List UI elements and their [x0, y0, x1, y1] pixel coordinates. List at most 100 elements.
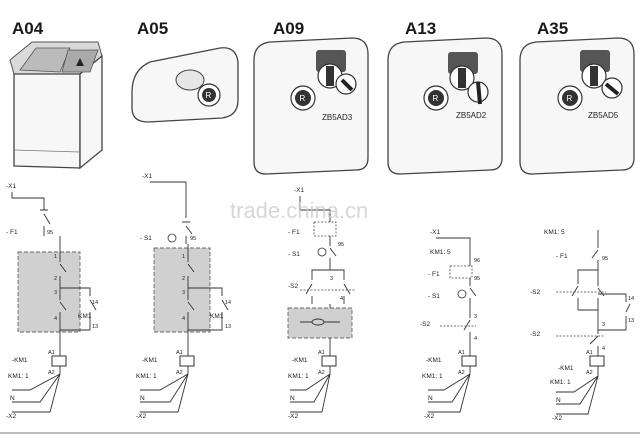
- terminal-label: 95: [338, 242, 344, 248]
- label-km5: KM1: 5: [430, 249, 451, 256]
- label-km1: -KM1: [558, 365, 574, 372]
- label-s1: - S1: [428, 293, 440, 300]
- label-s2: -S2: [420, 321, 431, 328]
- label-km1: -KM1: [12, 357, 28, 364]
- terminal-label: A1: [176, 350, 183, 356]
- label-km5: KM1: 5: [544, 229, 565, 236]
- variant-code-a09: A09: [273, 19, 304, 38]
- terminal-label: 13: [628, 318, 634, 324]
- label-km1-side: KM1: [210, 313, 224, 320]
- label-x1: -X1: [430, 229, 441, 236]
- terminal-label: 2: [182, 276, 185, 282]
- label-x2: -X2: [6, 413, 17, 420]
- label-x1: -X1: [6, 183, 17, 190]
- label-n: N: [290, 395, 295, 402]
- terminal-label: 3: [330, 276, 333, 282]
- label-x1: -X1: [294, 187, 305, 194]
- terminal-label: A2: [176, 370, 183, 376]
- label-x2: -X2: [288, 413, 299, 420]
- label-s1: - S1: [140, 235, 152, 242]
- svg-text:R: R: [300, 94, 306, 103]
- terminal-label: 4: [182, 316, 185, 322]
- terminal-label: 3: [54, 290, 57, 296]
- terminal-label: A1: [48, 350, 55, 356]
- terminal-label: 4: [474, 336, 477, 342]
- label-x2: -X2: [136, 413, 147, 420]
- label-km1-contacts: KM1: 1: [550, 379, 571, 386]
- terminal-label: A2: [458, 370, 465, 376]
- schematic-a13: -X1 KM1: 5 96 - F1 95 - S1 -S2 3 4 -KM1 …: [420, 229, 480, 420]
- label-x1: -X1: [142, 173, 153, 180]
- label-f1: - F1: [428, 271, 440, 278]
- enclosure-a04-illustration: [9, 41, 103, 170]
- terminal-label: A2: [48, 370, 55, 376]
- terminal-label: A1: [458, 350, 465, 356]
- variant-code-a13: A13: [405, 19, 436, 38]
- label-km1-contacts: KM1: 1: [136, 373, 157, 380]
- terminal-label: 13: [92, 324, 98, 330]
- terminal-label: 13: [225, 324, 231, 330]
- label-km1: -KM1: [426, 357, 442, 364]
- terminal-label: 14: [225, 300, 231, 306]
- label-s2-top: -S2: [530, 289, 541, 296]
- label-km1-contacts: KM1: 1: [422, 373, 443, 380]
- schematic-a09: -X1 - F1 95 - S1 -S2 3 4 -KM1 KM1: 1 A1 …: [287, 187, 356, 420]
- label-km1-contacts: KM1: 1: [8, 373, 29, 380]
- model-label-a35: ZB5AD5: [588, 111, 619, 120]
- terminal-label: 95: [190, 236, 196, 242]
- svg-text:R: R: [567, 94, 573, 103]
- label-n: N: [556, 397, 561, 404]
- terminal-label: 1: [182, 254, 185, 260]
- enclosure-a13-illustration: R ZB5AD2: [387, 37, 503, 175]
- terminal-label: 95: [474, 276, 480, 282]
- terminal-label: A2: [586, 370, 593, 376]
- label-x2: -X2: [552, 415, 563, 422]
- schematic-a35: KM1: 5 95 - F1 -S2 14 13 -S2 3 4 -KM1 KM…: [530, 229, 634, 422]
- label-f1: - F1: [556, 253, 568, 260]
- schematic-a04: -X1 - F1 95 1 2 3 4 14 13 KM1 -KM1 KM1: …: [6, 183, 98, 420]
- terminal-label: 4: [340, 296, 343, 302]
- model-label-a13: ZB5AD2: [456, 111, 487, 120]
- enclosure-a05-illustration: R: [131, 47, 239, 123]
- terminal-label: A1: [318, 350, 325, 356]
- terminal-label: 1: [54, 254, 57, 260]
- terminal-label: 3: [602, 322, 605, 328]
- terminal-label: 2: [54, 276, 57, 282]
- variant-code-a04: A04: [12, 19, 44, 38]
- label-km1: -KM1: [292, 357, 308, 364]
- watermark-text: trade.china.cn: [230, 198, 368, 223]
- label-x2: -X2: [424, 413, 435, 420]
- enclosure-a09-illustration: R ZB5AD3: [253, 37, 369, 175]
- label-f1: - F1: [6, 229, 18, 236]
- terminal-label: 95: [602, 256, 608, 262]
- motor-starter-box: [153, 247, 211, 333]
- terminal-label: 96: [474, 258, 480, 264]
- svg-text:R: R: [433, 94, 439, 103]
- label-f1: - F1: [288, 229, 300, 236]
- terminal-label: 3: [474, 314, 477, 320]
- terminal-label: 4: [54, 316, 57, 322]
- label-s2: -S2: [288, 283, 299, 290]
- label-km1-contacts: KM1: 1: [288, 373, 309, 380]
- schematic-a05: -X1 - S1 95 1 2 3 4 14 13 KM1 -KM1 KM1: …: [136, 173, 231, 420]
- terminal-label: A2: [318, 370, 325, 376]
- variant-code-a05: A05: [137, 19, 168, 38]
- label-km1: -KM1: [142, 357, 158, 364]
- motor-starter-box: [17, 251, 81, 333]
- terminal-label: 14: [92, 300, 98, 306]
- terminal-label: 3: [182, 290, 185, 296]
- label-n: N: [10, 395, 15, 402]
- terminal-label: 4: [602, 346, 605, 352]
- terminal-label: A1: [586, 350, 593, 356]
- variant-code-a35: A35: [537, 19, 568, 38]
- label-s2-bottom: -S2: [530, 331, 541, 338]
- terminal-label: 95: [47, 230, 53, 236]
- label-km1-side: KM1: [78, 313, 92, 320]
- label-n: N: [140, 395, 145, 402]
- model-label-a09: ZB5AD3: [322, 113, 353, 122]
- label-s1: - S1: [288, 251, 300, 258]
- enclosure-a35-illustration: R ZB5AD5: [519, 37, 635, 175]
- motor-starter-box: [287, 307, 353, 339]
- label-n: N: [428, 395, 433, 402]
